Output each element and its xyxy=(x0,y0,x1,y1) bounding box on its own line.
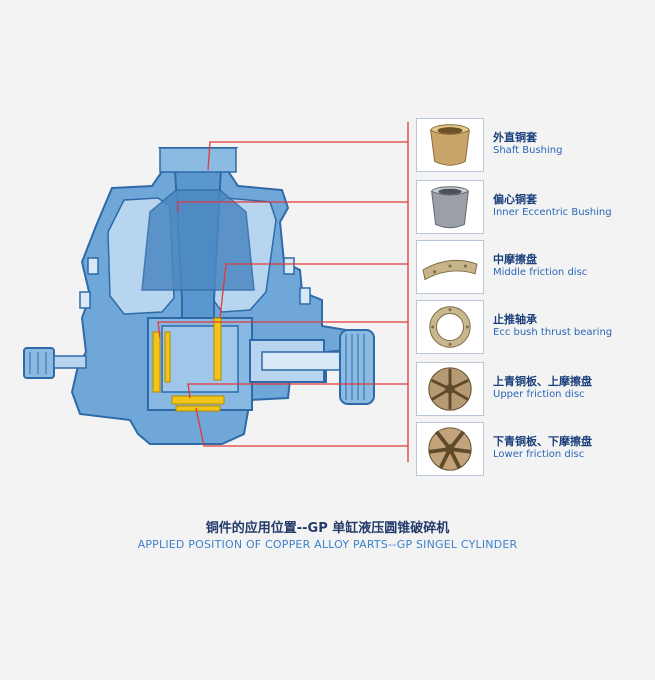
callout-line-lower-disc xyxy=(195,407,408,447)
part-cn-label: 中摩擦盘 xyxy=(493,253,537,266)
callout-line-middle-disc xyxy=(219,263,408,319)
frame-bolts xyxy=(79,257,311,309)
callout-line-thrust-bearing xyxy=(157,321,408,339)
lower-disc-icon xyxy=(416,422,484,476)
drive-pulley xyxy=(339,329,375,405)
part-cn-label: 下青铜板、下摩擦盘 xyxy=(493,435,592,448)
friction-disc-highlight xyxy=(171,395,225,405)
part-middle-friction-disc: 中摩擦盘 Middle friction disc xyxy=(416,240,646,294)
callout-lines xyxy=(157,122,409,462)
part-upper-friction-disc: 上青铜板、上摩擦盘 Upper friction disc xyxy=(416,362,646,416)
part-lower-friction-disc: 下青铜板、下摩擦盘 Lower friction disc xyxy=(416,422,646,476)
part-en-label: Lower friction disc xyxy=(493,449,585,460)
part-cn-label: 外直铜套 xyxy=(493,131,537,144)
grey-bushing-icon xyxy=(416,180,484,234)
part-cn-label: 止推轴承 xyxy=(493,313,537,326)
upper-disc-icon xyxy=(416,362,484,416)
feed-hopper xyxy=(159,147,237,173)
part-en-label: Inner Eccentric Bushing xyxy=(493,207,612,218)
part-cn-label: 上青铜板、上摩擦盘 xyxy=(493,375,592,388)
part-en-label: Upper friction disc xyxy=(493,389,585,400)
eccentric xyxy=(161,325,239,393)
lower-disc-highlight xyxy=(175,405,221,412)
callout-line-eccentric-bushing xyxy=(177,201,408,212)
caption-english: APPLIED POSITION OF COPPER ALLOY PARTS--… xyxy=(137,538,518,551)
bronze-bushing-icon xyxy=(416,118,484,172)
caption-chinese: 铜件的应用位置--GP 单缸液压圆锥破碎机 xyxy=(205,521,450,536)
part-en-label: Shaft Bushing xyxy=(493,145,563,156)
crusher-body xyxy=(23,147,375,445)
shaft-bushing-highlight xyxy=(152,331,161,393)
mantle xyxy=(141,189,255,291)
callout-line-shaft-bushing xyxy=(207,141,408,171)
part-inner-eccentric-bushing: 偏心铜套 Inner Eccentric Bushing xyxy=(416,180,646,234)
hydraulic-cylinder xyxy=(23,347,87,379)
thrust-ring-icon xyxy=(416,300,484,354)
part-ecc-bush-thrust-bearing: 止推轴承 Ecc bush thrust bearing xyxy=(416,300,646,354)
friction-arc-icon xyxy=(416,240,484,294)
part-en-label: Middle friction disc xyxy=(493,267,588,278)
inner-bushing-highlight xyxy=(164,331,171,383)
callout-line-upper-disc xyxy=(187,383,408,399)
part-shaft-bushing: 外直铜套 Shaft Bushing xyxy=(416,118,646,172)
part-cn-label: 偏心铜套 xyxy=(493,193,537,206)
part-en-label: Ecc bush thrust bearing xyxy=(493,327,613,338)
eccentric-bushing-highlight xyxy=(213,317,222,381)
